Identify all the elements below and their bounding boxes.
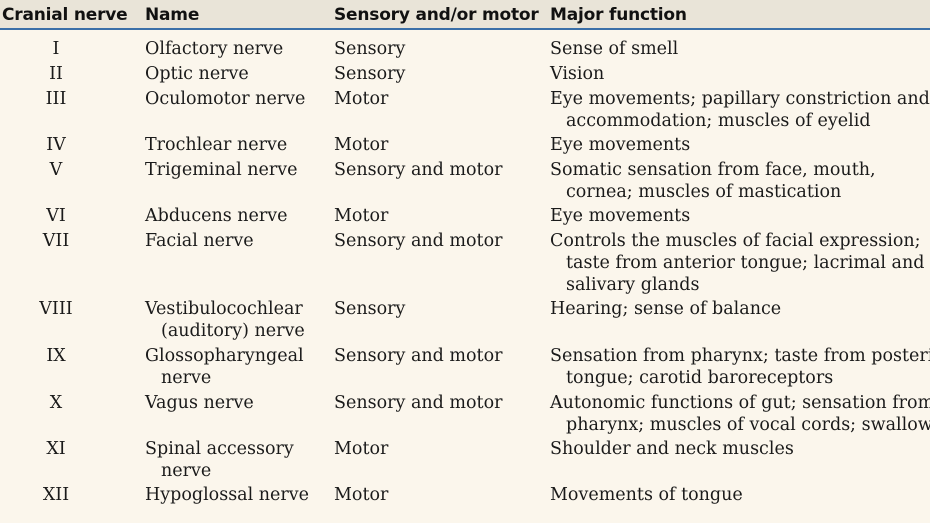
nerve-name-line: Oculomotor nerve <box>145 89 306 109</box>
header-sensory-motor: Sensory and/or motor <box>334 5 539 25</box>
nerve-type: Motor <box>334 206 389 226</box>
nerve-number: X <box>49 393 63 413</box>
nerve-function-line: Autonomic functions of gut; sensation fr… <box>550 393 930 413</box>
nerve-name-line: Trigeminal nerve <box>145 160 298 180</box>
nerve-function: Autonomic functions of gut; sensation fr… <box>550 392 930 436</box>
nerve-type: Motor <box>334 89 389 109</box>
nerve-name-line: Trochlear nerve <box>145 135 288 155</box>
nerve-name-line: Facial nerve <box>145 231 254 251</box>
nerve-function-line: Eye movements; papillary constriction an… <box>550 89 930 109</box>
nerve-type: Sensory <box>334 299 406 319</box>
nerve-name-line: Spinal accessory <box>145 439 294 459</box>
nerve-name-line: Olfactory nerve <box>145 39 284 59</box>
nerve-type: Sensory and motor <box>334 393 503 413</box>
nerve-number: VI <box>46 206 66 226</box>
nerve-function: Eye movements <box>550 205 690 227</box>
nerve-type: Sensory and motor <box>334 346 503 366</box>
nerve-name: Oculomotor nerve <box>145 88 305 110</box>
nerve-type: Sensory <box>334 64 406 84</box>
nerve-function-line: accommodation; muscles of eyelid <box>566 111 871 131</box>
nerve-name: Trochlear nerve <box>145 134 287 156</box>
nerve-name-line: Optic nerve <box>145 64 249 84</box>
nerve-function-line: cornea; muscles of mastication <box>566 182 842 202</box>
nerve-function-line: Eye movements <box>550 135 691 155</box>
nerve-function-line: tongue; carotid baroreceptors <box>566 368 834 388</box>
nerve-name-line: nerve <box>161 461 212 481</box>
nerve-function-line: salivary glands <box>566 275 700 295</box>
nerve-name-line: (auditory) nerve <box>161 321 305 341</box>
nerve-function: Somatic sensation from face, mouth,corne… <box>550 159 876 203</box>
nerve-number: XI <box>46 439 66 459</box>
nerve-function: Controls the muscles of facial expressio… <box>550 230 924 296</box>
nerve-name-line: Vagus nerve <box>145 393 254 413</box>
nerve-function-line: pharynx; muscles of vocal cords; swallow… <box>566 415 930 435</box>
nerve-name: Trigeminal nerve <box>145 159 297 181</box>
nerve-function: Eye movements; papillary constriction an… <box>550 88 930 132</box>
nerve-number: III <box>45 89 67 109</box>
header-name: Name <box>145 5 200 25</box>
nerve-function-line: Somatic sensation from face, mouth, <box>550 160 876 180</box>
nerve-function-line: Hearing; sense of balance <box>550 299 782 319</box>
nerve-name-line: Abducens nerve <box>145 206 288 226</box>
nerve-name-line: nerve <box>161 368 212 388</box>
nerve-name: Hypoglossal nerve <box>145 484 309 506</box>
nerve-name: Vestibulocochlear(auditory) nerve <box>145 298 305 342</box>
nerve-number: V <box>49 160 63 180</box>
nerve-function-line: Shoulder and neck muscles <box>550 439 794 459</box>
header-major-function: Major function <box>550 5 687 25</box>
nerve-number: IV <box>46 135 66 155</box>
nerve-function-line: Movements of tongue <box>550 485 743 505</box>
nerve-name-line: Hypoglossal nerve <box>145 485 310 505</box>
nerve-number: XII <box>42 485 70 505</box>
nerve-function: Sense of smell <box>550 38 678 60</box>
nerve-number: IX <box>46 346 66 366</box>
nerve-name: Facial nerve <box>145 230 254 252</box>
nerve-name: Optic nerve <box>145 63 249 85</box>
table-header: Cranial nerve Name Sensory and/or motor … <box>0 0 930 30</box>
header-cranial-nerve: Cranial nerve <box>2 5 128 25</box>
nerve-function: Shoulder and neck muscles <box>550 438 794 460</box>
nerve-name-line: Glossopharyngeal <box>145 346 304 366</box>
nerve-name: Vagus nerve <box>145 392 254 414</box>
nerve-type: Motor <box>334 439 389 459</box>
nerve-number: I <box>52 39 60 59</box>
nerve-function-line: Vision <box>550 64 605 84</box>
nerve-type: Sensory <box>334 39 406 59</box>
nerve-function-line: Sense of smell <box>550 39 679 59</box>
nerve-function: Sensation from pharynx; taste from poste… <box>550 345 930 389</box>
nerve-function-line: Controls the muscles of facial expressio… <box>550 231 921 251</box>
nerve-number: VIII <box>39 299 73 319</box>
nerve-type: Sensory and motor <box>334 231 503 251</box>
nerve-function: Vision <box>550 63 604 85</box>
nerve-type: Sensory and motor <box>334 160 503 180</box>
nerve-type: Motor <box>334 485 389 505</box>
nerve-function-line: Sensation from pharynx; taste from poste… <box>550 346 930 366</box>
nerve-function-line: Eye movements <box>550 206 691 226</box>
nerve-function: Eye movements <box>550 134 690 156</box>
nerve-function: Movements of tongue <box>550 484 743 506</box>
nerve-name-line: Vestibulocochlear <box>145 299 303 319</box>
nerve-type: Motor <box>334 135 389 155</box>
nerve-number: II <box>49 64 63 84</box>
nerve-name: Olfactory nerve <box>145 38 283 60</box>
nerve-function: Hearing; sense of balance <box>550 298 781 320</box>
nerve-name: Abducens nerve <box>145 205 288 227</box>
nerve-number: VII <box>42 231 70 251</box>
nerve-function-line: taste from anterior tongue; lacrimal and <box>566 253 925 273</box>
